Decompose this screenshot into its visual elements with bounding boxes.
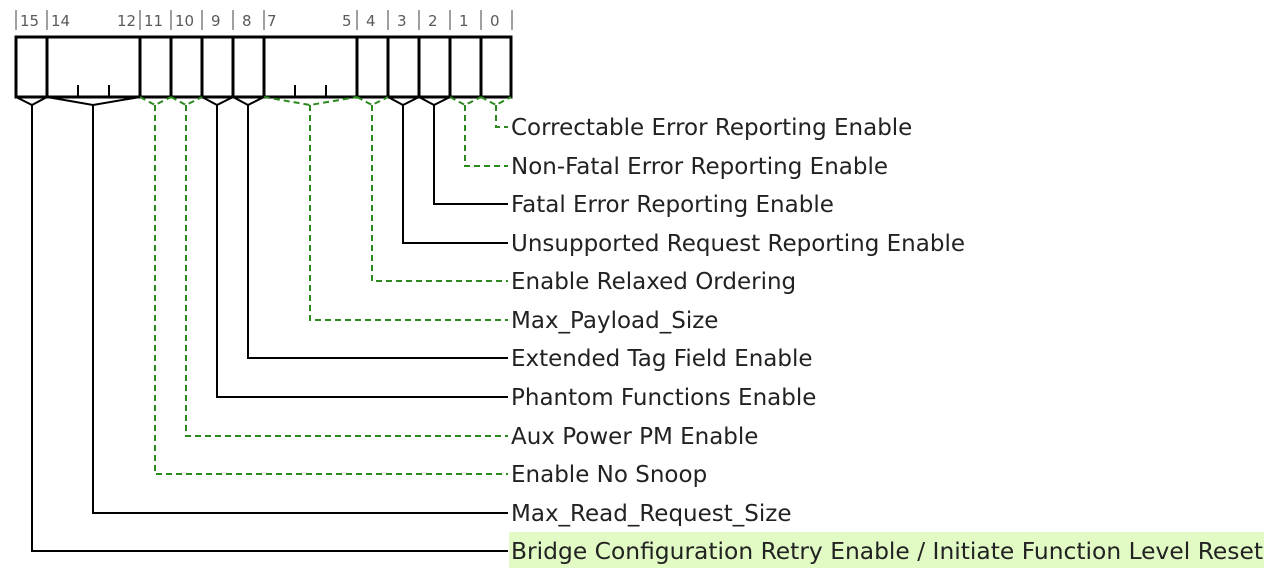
leader-lines [15,96,512,552]
bit-label-11: 11 [144,12,163,30]
field-label-bit-11: Enable No Snoop [511,462,707,488]
leader-bit-10-tail [185,105,508,437]
bit-label-5: 5 [342,12,352,30]
field-labels: Correctable Error Reporting Enable Non-F… [511,115,1263,565]
bit-label-9: 9 [211,12,221,30]
leader-bit-4-tail [371,105,508,282]
field-label-bit-15: Bridge Configuration Retry Enable / Init… [511,539,1263,565]
bit-number-header: 15 14 12 11 10 9 8 7 5 4 3 2 1 0 [15,10,513,30]
leader-bits-7-5-tail [309,105,508,321]
field-label-bit-2: Fatal Error Reporting Enable [511,192,834,218]
bit-label-0: 0 [490,12,500,30]
field-label-bit-10: Aux Power PM Enable [511,424,758,450]
field-label-bits-7-5: Max_Payload_Size [511,308,718,334]
field-label-bit-1: Non-Fatal Error Reporting Enable [511,154,888,180]
bit-label-2: 2 [428,12,438,30]
field-label-bit-9: Phantom Functions Enable [511,385,816,411]
leader-bit-0 [480,96,512,107]
field-label-highlight [509,532,1264,568]
field-label-bits-14-12: Max_Read_Request_Size [511,501,791,527]
leader-bit-11-tail [154,105,508,475]
leader-bit-4 [356,96,389,107]
leader-bit-9-tail [216,105,508,398]
leader-bit-10 [170,96,203,107]
field-label-bit-0: Correctable Error Reporting Enable [511,115,912,141]
bit-label-1: 1 [459,12,469,30]
field-label-bit-4: Enable Relaxed Ordering [511,269,796,295]
leader-bits-14-12-tail [92,105,508,514]
leader-bit-1-tail [464,105,508,167]
leader-bit-0-tail [495,105,508,128]
bit-label-12: 12 [117,12,136,30]
leader-bit-2-tail [433,105,508,205]
leader-bit-1 [449,96,482,107]
leader-bit-11 [139,96,172,107]
register-box [14,35,513,99]
leader-bits-7-5 [263,96,358,107]
bit-label-3: 3 [397,12,407,30]
leader-bit-3-tail [402,105,508,244]
bit-label-8: 8 [242,12,252,30]
field-label-bit-8: Extended Tag Field Enable [511,346,813,372]
leader-bit-15-tail [31,105,508,552]
leader-bit-8-tail [247,105,508,359]
bit-label-10: 10 [175,12,194,30]
bit-label-14: 14 [51,12,70,30]
field-label-bit-3: Unsupported Request Reporting Enable [511,231,965,257]
bit-label-15: 15 [20,12,39,30]
bit-label-7: 7 [267,12,277,30]
bit-label-4: 4 [366,12,376,30]
